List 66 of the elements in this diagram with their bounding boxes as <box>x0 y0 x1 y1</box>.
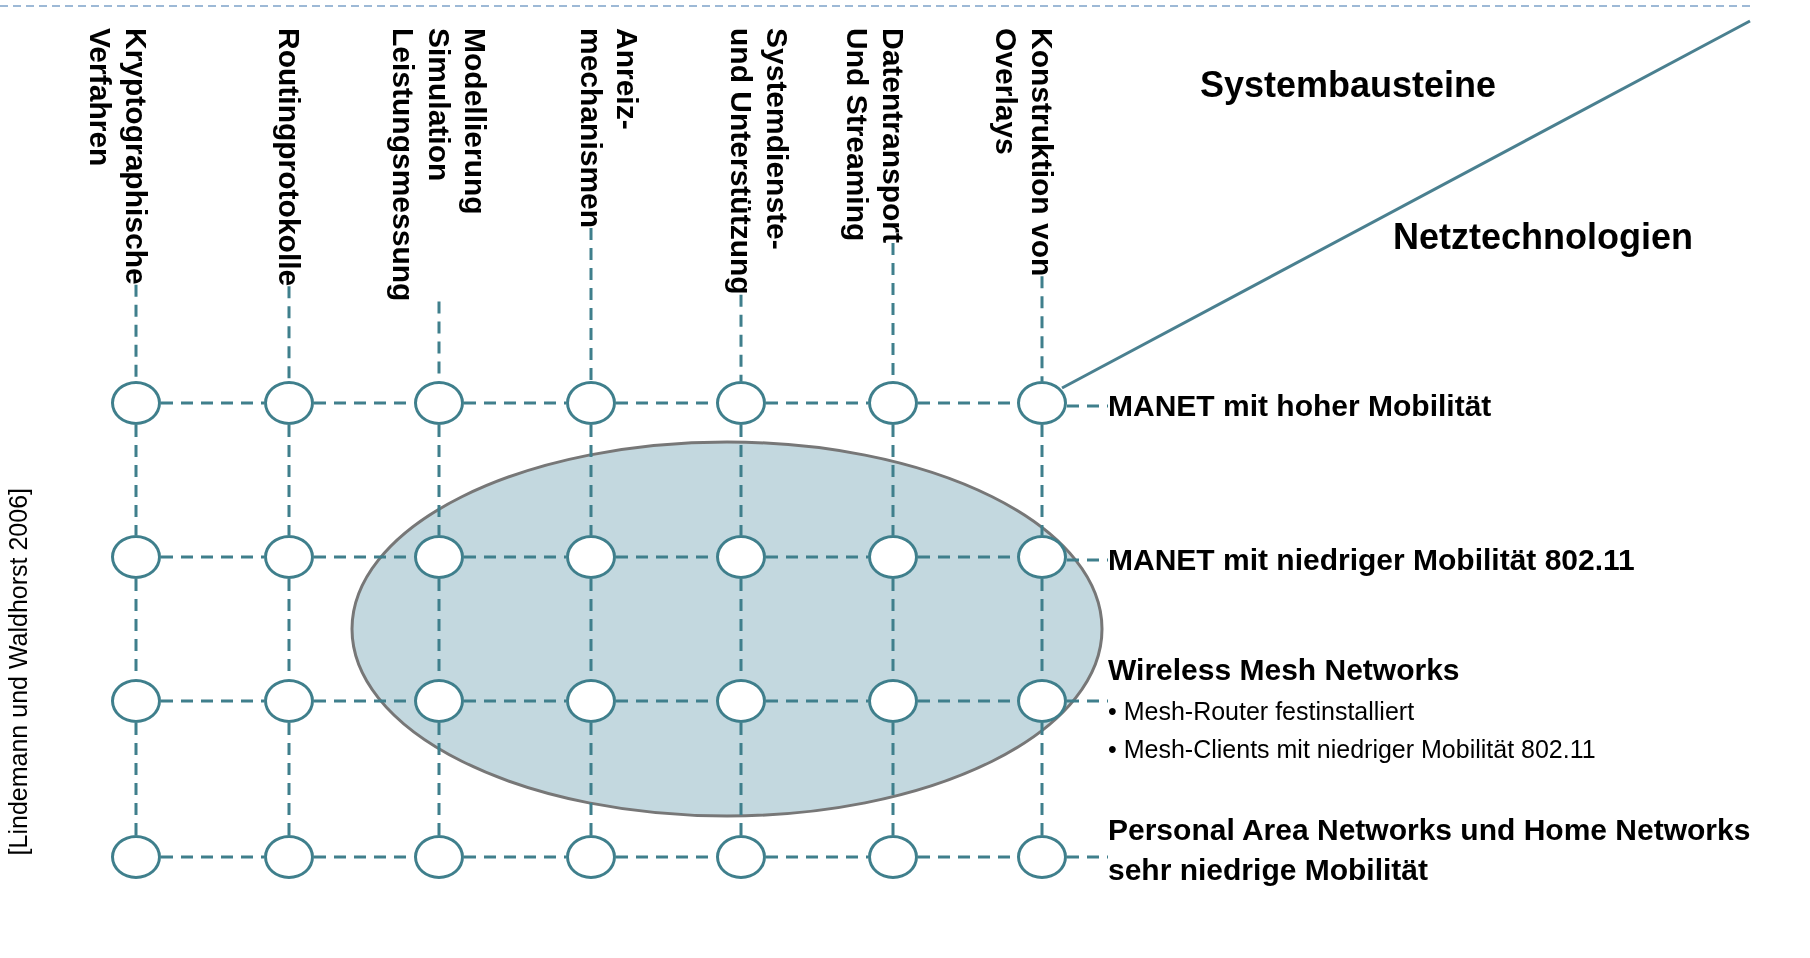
grid-circle <box>111 535 161 579</box>
connector-line <box>161 855 264 859</box>
connector-line <box>891 425 895 535</box>
connector-line <box>437 425 441 535</box>
connector-line <box>766 555 868 559</box>
connector-line <box>1040 276 1044 381</box>
connector-line <box>739 723 743 835</box>
connector-line <box>891 723 895 835</box>
row-heading: MANET mit niedriger Mobilität 802.11 <box>1108 540 1635 580</box>
connector-line <box>161 555 264 559</box>
grid-circle <box>566 835 616 879</box>
grid-circle <box>716 381 766 425</box>
connector-line <box>739 294 743 381</box>
connector-line <box>134 723 138 835</box>
grid-circle <box>414 381 464 425</box>
column-heading: Kryptographische Verfahren <box>82 28 154 346</box>
column-heading: Anreiz- mechanismen <box>573 28 645 248</box>
section-heading: Systembausteine <box>1200 64 1497 106</box>
connector-line <box>161 699 264 703</box>
connector-line <box>589 425 593 535</box>
connector-line <box>437 723 441 835</box>
connector-line <box>1067 855 1108 859</box>
grid-circle <box>111 679 161 723</box>
bullet-item: • Mesh-Clients mit niedriger Mobilität 802.11 <box>1108 734 1596 765</box>
column-heading: Modellierung Simulation Leistungsmessung <box>385 28 493 346</box>
connector-line <box>464 401 566 405</box>
connector-line <box>589 723 593 835</box>
connector-line <box>287 723 291 835</box>
connector-line <box>1067 699 1108 703</box>
connector-line <box>1040 425 1044 535</box>
grid-circle <box>868 381 918 425</box>
connector-line <box>766 855 868 859</box>
grid-circle <box>111 381 161 425</box>
connector-line <box>464 699 566 703</box>
grid-circle <box>1017 381 1067 425</box>
row-heading: Personal Area Networks und Home Networks sehr niedrige Mobilität <box>1108 810 1808 890</box>
connector-line <box>739 425 743 535</box>
connector-line <box>161 401 264 405</box>
column-heading: Konstruktion von Overlays <box>988 28 1060 346</box>
connector-line <box>766 401 868 405</box>
connector-line <box>287 286 291 381</box>
grid-circle <box>1017 835 1067 879</box>
connector-line <box>766 699 868 703</box>
grid-circle <box>111 835 161 879</box>
column-heading: Routingprotokolle <box>271 28 307 287</box>
connector-line <box>1067 558 1108 562</box>
grid-circle <box>264 679 314 723</box>
row-heading: Wireless Mesh Networks <box>1108 652 1461 688</box>
grid-circle <box>566 381 616 425</box>
connector-line <box>1067 404 1108 408</box>
citation: [Lindemann und Waldhorst 2006] <box>4 488 33 856</box>
grid-circle <box>868 835 918 879</box>
section-heading: Netztechnologien <box>1393 216 1693 258</box>
grid-circle <box>716 835 766 879</box>
grid-circle <box>264 835 314 879</box>
connector-line <box>1040 723 1044 835</box>
connector-line <box>287 425 291 535</box>
connector-line <box>464 555 566 559</box>
grid-circle <box>414 835 464 879</box>
connector-line <box>134 425 138 535</box>
connector-line <box>589 228 593 381</box>
grid-circle <box>264 381 314 425</box>
connector-line <box>464 855 566 859</box>
row-heading: MANET mit hoher Mobilität <box>1108 386 1492 426</box>
bullet-item: • Mesh-Router festinstalliert <box>1108 696 1416 727</box>
grid-circle <box>264 535 314 579</box>
